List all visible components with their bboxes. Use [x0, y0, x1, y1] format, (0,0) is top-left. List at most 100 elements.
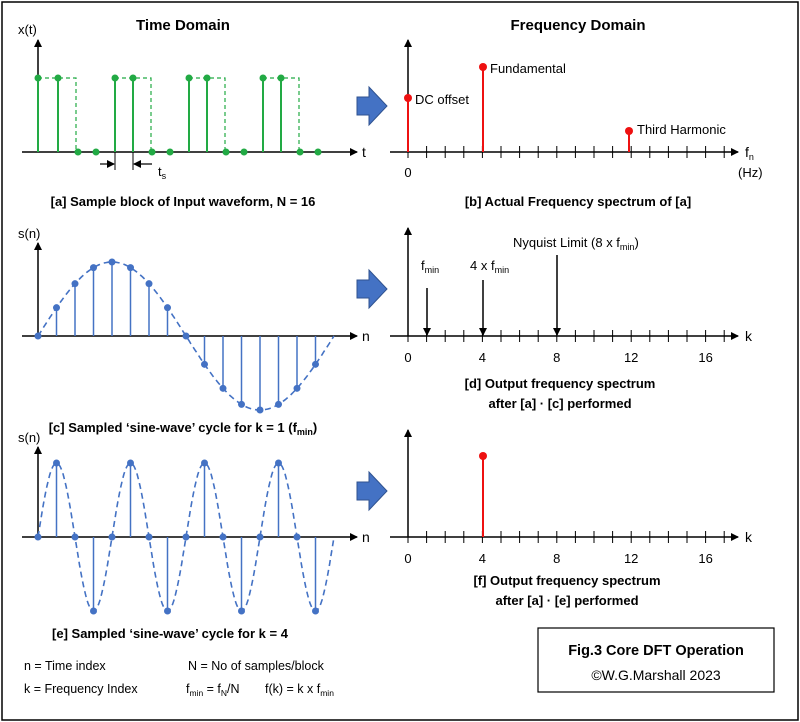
panel-d-tick-labels: 0 4 8 12 16 — [404, 350, 712, 365]
tick-label: 12 — [624, 350, 638, 365]
panel-c: s(n) n [c] Sampled ‘sine-wave’ cycle for… — [18, 226, 370, 437]
panel-a-sample-dot — [148, 148, 156, 156]
sine-sample-dot — [53, 459, 60, 467]
panel-d-caption-line1: [d] Output frequency spectrum — [465, 376, 656, 391]
panel-f-caption-line2: after [a] · [e] performed — [495, 593, 638, 608]
sine-sample-dot — [90, 607, 97, 615]
sine-sample-dot — [34, 533, 42, 541]
dc-offset-label: DC offset — [415, 92, 469, 107]
panel-c-x-label: n — [362, 328, 370, 344]
panel-a-caption: [a] Sample block of Input waveform, N = … — [51, 194, 316, 209]
sine-sample-dot — [127, 459, 134, 467]
sine-sample-dot — [71, 280, 79, 288]
block-arrow-e-to-f — [356, 470, 388, 512]
sine-sample-dot — [164, 304, 171, 312]
figure-title: Fig.3 Core DFT Operation — [568, 643, 744, 659]
sine-sample-dot — [238, 400, 245, 408]
sine-sample-dot — [219, 533, 227, 541]
block-arrow-a-to-b — [356, 85, 388, 127]
sine-sample-dot — [34, 332, 42, 340]
panel-b-zero-label: 0 — [404, 165, 411, 180]
tick-label: 4 — [479, 551, 486, 566]
title-box: Fig.3 Core DFT Operation ©W.G.Marshall 2… — [537, 627, 775, 693]
panel-a-sample-dot — [34, 74, 42, 82]
panel-b-caption: [b] Actual Frequency spectrum of [a] — [465, 194, 691, 209]
panel-a-sample-dot — [240, 148, 248, 156]
sine-sample-dot — [145, 280, 153, 288]
panel-f-caption-line1: [f] Output frequency spectrum — [473, 573, 660, 588]
time-domain-heading: Time Domain — [136, 17, 230, 34]
sine-sample-dot — [201, 459, 208, 467]
tick-label: 0 — [404, 551, 411, 566]
sine-sample-dot — [238, 607, 245, 615]
sine-sample-dot — [53, 304, 60, 312]
sine-sample-dot — [71, 533, 79, 541]
legend-fk-def: f(k) = k x fmin — [265, 682, 334, 698]
legend: n = Time index N = No of samples/block k… — [24, 659, 334, 698]
dc-offset-dot — [404, 94, 412, 102]
panel-a-sample-dot — [129, 74, 137, 82]
sine-sample-dot — [182, 533, 190, 541]
sine-sample-dot — [108, 533, 116, 541]
sine-sample-dot — [108, 258, 116, 266]
panel-a-sample-dot — [111, 74, 119, 82]
sine-sample-dot — [256, 533, 264, 541]
tick-label: 0 — [404, 350, 411, 365]
figure-author: ©W.G.Marshall 2023 — [591, 667, 721, 683]
title-box-frame — [537, 627, 775, 693]
panel-e-x-label: n — [362, 529, 370, 545]
fundamental-dot — [479, 63, 487, 71]
panel-d-caption-line2: after [a] · [c] performed — [488, 396, 631, 411]
panel-e-y-label: s(n) — [18, 430, 40, 445]
sine-sample-dot — [293, 384, 301, 392]
panel-a-sample-dot — [185, 74, 193, 82]
fundamental-label: Fundamental — [490, 61, 566, 76]
panel-a-sample-dot — [74, 148, 82, 156]
sine-sample-dot — [256, 406, 264, 414]
panel-b-unit: (Hz) — [738, 165, 763, 180]
panel-c-y-label: s(n) — [18, 226, 40, 241]
tick-label: 16 — [698, 350, 712, 365]
panel-f-x-label: k — [745, 529, 753, 545]
panel-f-ticks — [407, 531, 725, 543]
panel-e-caption: [e] Sampled ‘sine-wave’ cycle for k = 4 — [52, 626, 289, 641]
sine-sample-dot — [182, 332, 190, 340]
panel-a-sample-dot — [277, 74, 285, 82]
sine-sample-dot — [312, 360, 319, 368]
four-fmin-label: 4 x fmin — [470, 258, 509, 275]
sine-envelope — [37, 462, 335, 612]
sample-period-label: ts — [158, 164, 167, 181]
panel-d-x-label: k — [745, 328, 753, 344]
sine-sample-dot — [164, 607, 171, 615]
panel-a-waveform — [34, 74, 322, 156]
legend-fmin-def: fmin = fN/N — [186, 682, 240, 698]
sine-sample-dot — [90, 264, 97, 272]
panel-a-sample-dot — [54, 74, 62, 82]
panel-b-ticks — [407, 146, 725, 158]
sine-sample-dot — [293, 533, 301, 541]
panel-a-x-label: t — [362, 144, 366, 160]
panel-a-y-label: x(t) — [18, 22, 37, 37]
panel-a-envelope — [38, 77, 300, 152]
sine-sample-dot — [201, 360, 208, 368]
legend-N-def: N = No of samples/block — [188, 659, 325, 673]
panel-b: DC offset Fundamental Third Harmonic 0 f… — [390, 39, 763, 209]
tick-label: 8 — [553, 350, 560, 365]
panel-a-sample-dot — [203, 74, 211, 82]
panel-a-sample-dot — [222, 148, 230, 156]
panel-a-sample-dot — [92, 148, 100, 156]
sine-sample-dot — [127, 264, 134, 272]
panel-b-x-label: fn — [745, 144, 754, 162]
panel-d: fmin 4 x fmin Nyquist Limit (8 x fmin) k… — [390, 227, 753, 411]
panel-d-ticks — [407, 330, 725, 342]
panel-a: x(t) t ts [a] Sample block of Input wave… — [18, 22, 366, 209]
panel-e-sine-wave — [34, 459, 335, 615]
tick-label: 8 — [553, 551, 560, 566]
frequency-domain-heading: Frequency Domain — [510, 17, 645, 34]
panel-e: s(n) n [e] Sampled ‘sine-wave’ cycle for… — [18, 430, 370, 641]
tick-label: 12 — [624, 551, 638, 566]
tick-label: 4 — [479, 350, 486, 365]
